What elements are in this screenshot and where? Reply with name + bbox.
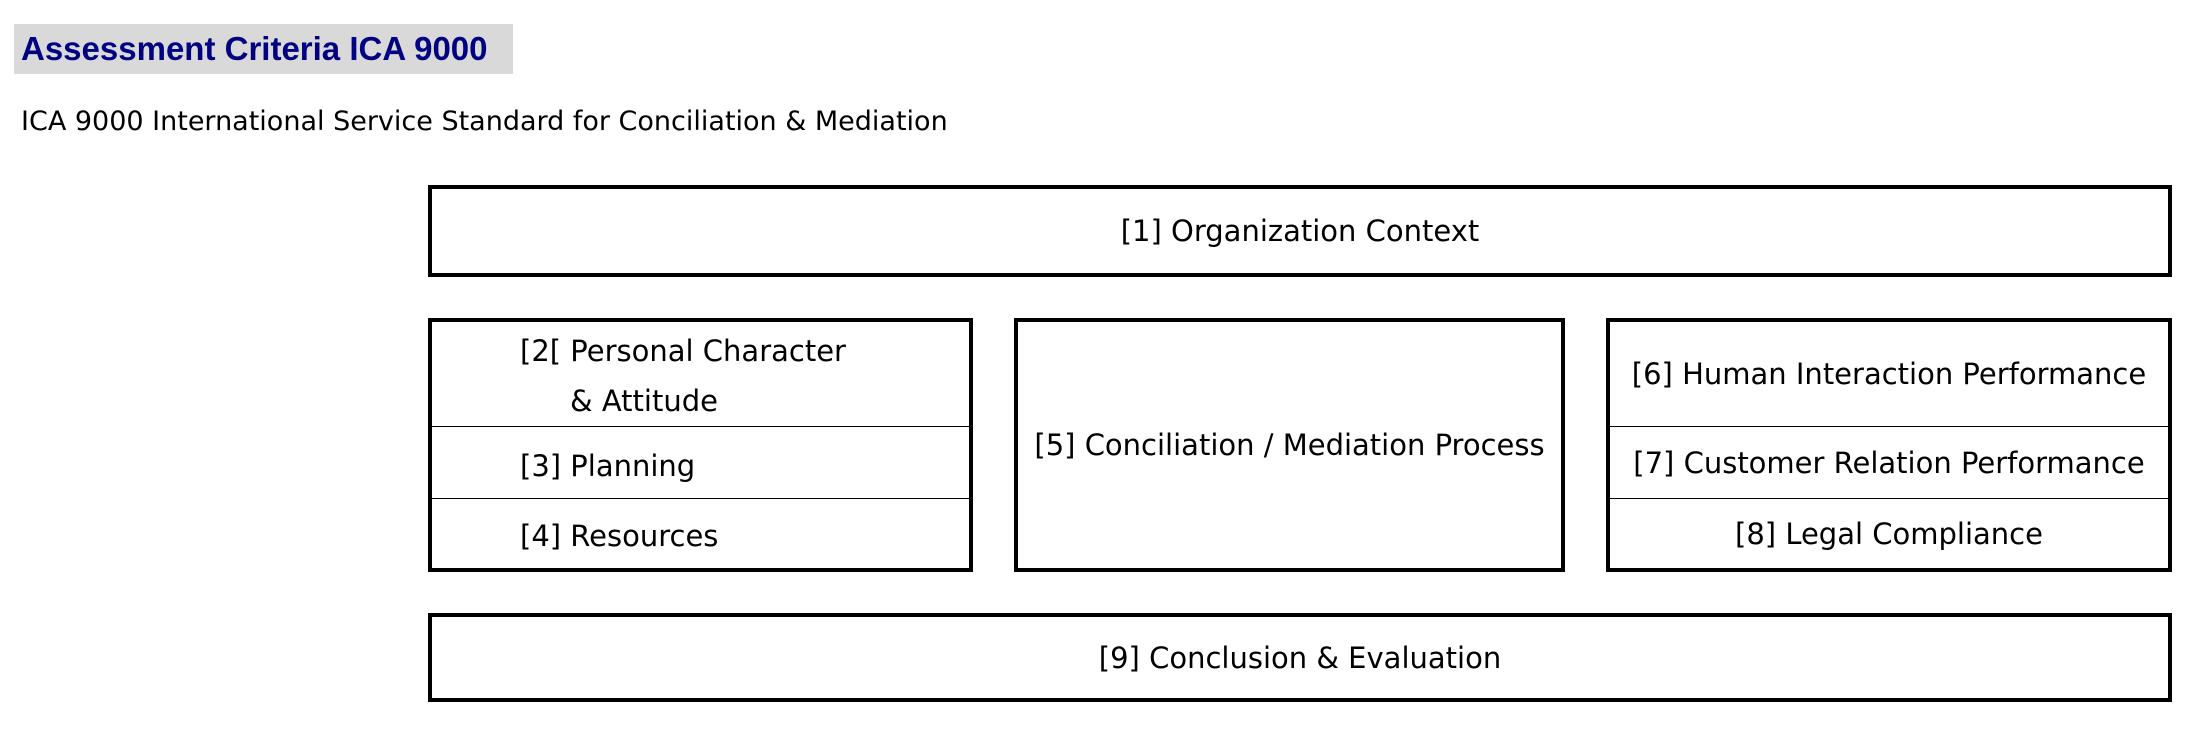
left-criteria-box: [2[ Personal Character & Attitude [3] Pl…: [428, 318, 973, 572]
organization-context-box: [1] Organization Context: [428, 185, 2172, 277]
title-band: Assessment Criteria ICA 9000: [14, 24, 513, 74]
resources-label: [4] Resources: [520, 519, 719, 553]
organization-context-label: [1] Organization Context: [1120, 214, 1480, 248]
personal-character-label-line1: [2[ Personal Character: [520, 334, 846, 368]
human-interaction-label: [6] Human Interaction Performance: [1631, 357, 2147, 391]
legal-compliance-cell: [8] Legal Compliance: [1610, 499, 2168, 568]
process-box: [5] Conciliation / Mediation Process: [1014, 318, 1565, 572]
process-label: [5] Conciliation / Mediation Process: [1034, 428, 1545, 462]
personal-character-label-line2: & Attitude: [570, 384, 718, 418]
page-subtitle: ICA 9000 International Service Standard …: [21, 106, 948, 137]
human-interaction-cell: [6] Human Interaction Performance: [1610, 322, 2168, 427]
page-title: Assessment Criteria ICA 9000: [21, 30, 488, 67]
conclusion-label: [9] Conclusion & Evaluation: [1098, 640, 1502, 675]
legal-compliance-label: [8] Legal Compliance: [1735, 516, 2043, 551]
resources-cell: [4] Resources: [432, 499, 969, 568]
planning-label: [3] Planning: [520, 449, 696, 483]
conclusion-box: [9] Conclusion & Evaluation: [428, 613, 2172, 702]
right-criteria-box: [6] Human Interaction Performance [7] Cu…: [1606, 318, 2172, 572]
customer-relation-cell: [7] Customer Relation Performance: [1610, 427, 2168, 499]
personal-character-cell: [2[ Personal Character & Attitude: [432, 322, 969, 427]
customer-relation-label: [7] Customer Relation Performance: [1633, 445, 2145, 480]
planning-cell: [3] Planning: [432, 427, 969, 499]
